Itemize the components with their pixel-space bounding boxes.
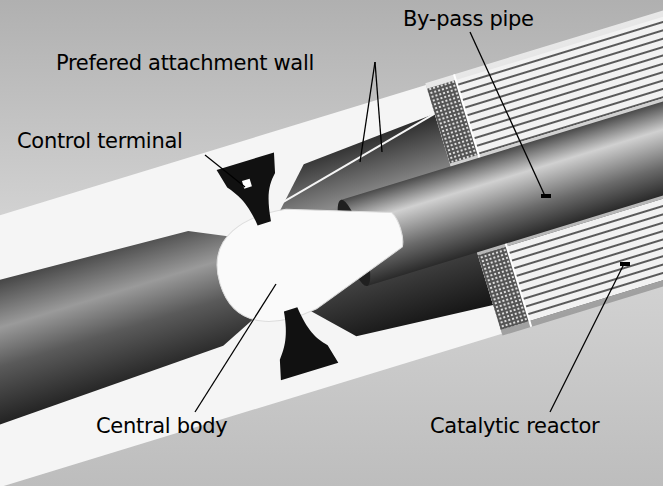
leader-line (375, 62, 382, 152)
central-body (204, 177, 416, 335)
housing-section (0, 85, 502, 486)
control-terminal (262, 301, 338, 381)
part-label: Central body (96, 416, 227, 437)
reactor-mesh (427, 80, 478, 163)
part-label: Prefered attachment wall (56, 53, 314, 74)
terminal-port (242, 179, 252, 189)
part-label: Control terminal (17, 131, 183, 152)
part-label: Catalytic reactor (430, 416, 599, 437)
leader-dot (620, 262, 630, 266)
leader-line (360, 62, 375, 162)
leader-dot (541, 194, 551, 198)
reactor-mesh (478, 246, 529, 329)
control-terminal (217, 152, 293, 232)
leader-line (195, 284, 276, 412)
part-label: By-pass pipe (403, 9, 534, 30)
leader-line (550, 264, 624, 412)
leader-line (470, 32, 545, 196)
leader-lines (195, 32, 624, 412)
leader-line (205, 155, 245, 187)
